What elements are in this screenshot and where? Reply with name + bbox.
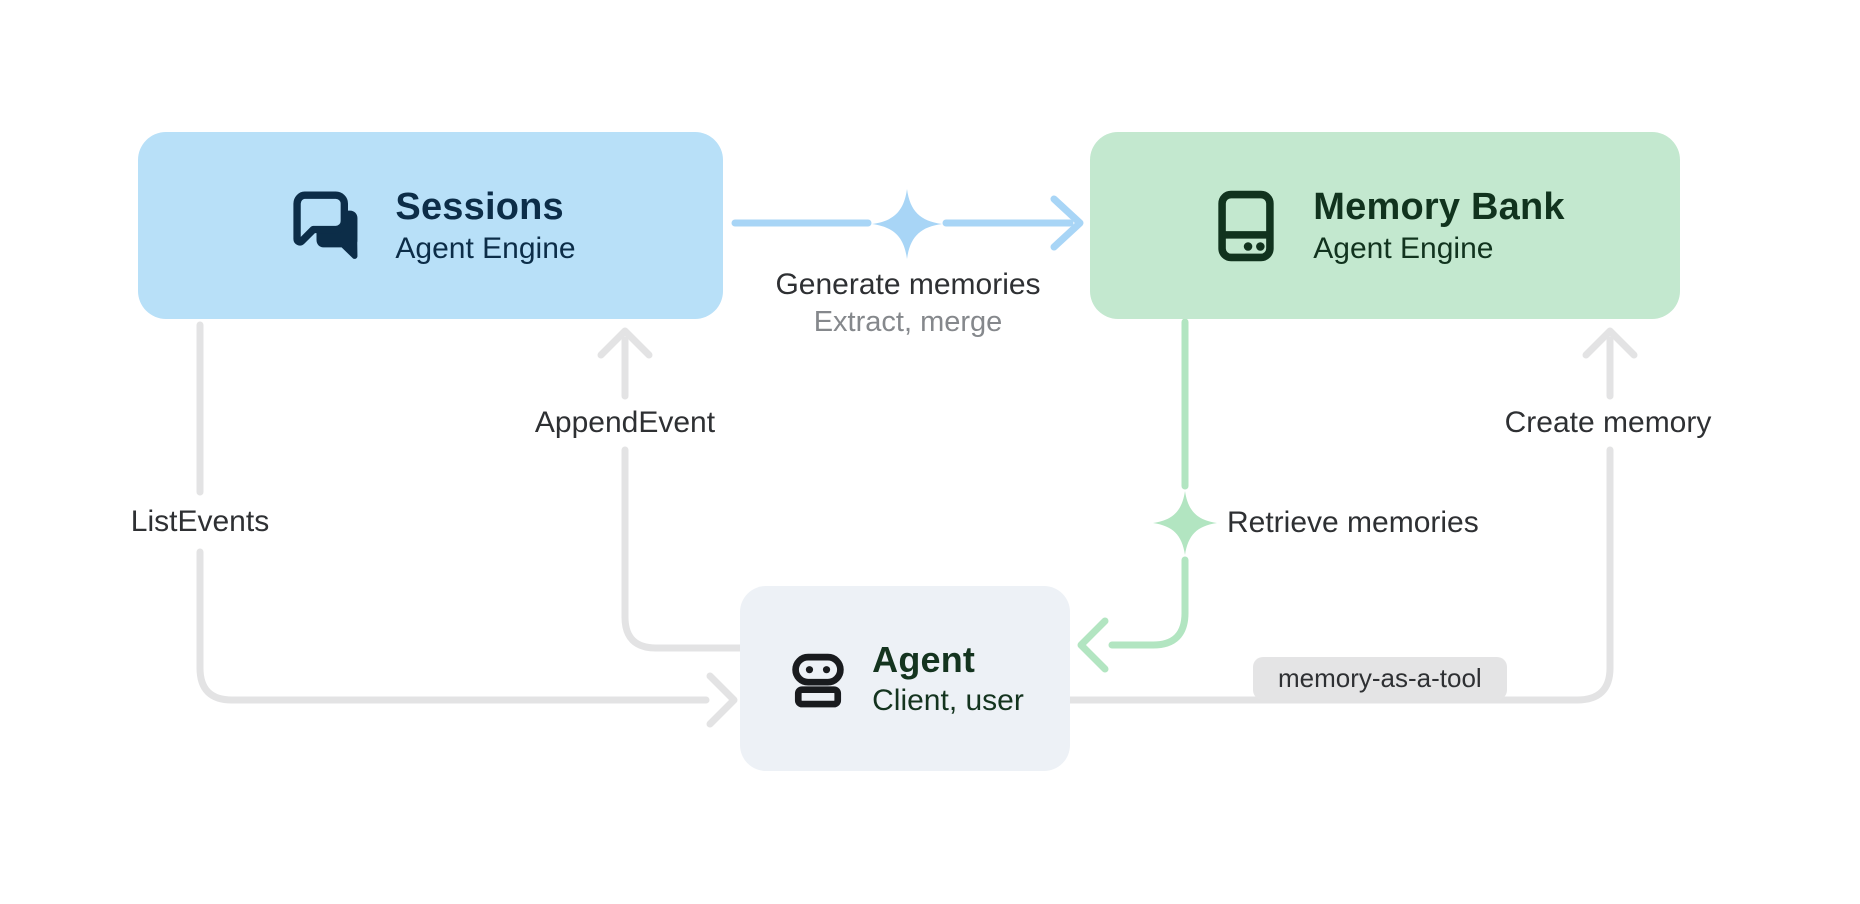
robot-icon [786,647,850,711]
sparkle-icon-green [1153,491,1217,555]
sparkle-icon-blue [872,189,942,259]
generate-memories-sublabel: Extract, merge [813,306,1003,338]
edge-label-retrieve-memories: Retrieve memories [1227,506,1479,539]
node-memory-bank-subtitle: Agent Engine [1313,231,1494,265]
edge-list-events-line [196,321,738,728]
node-memory-bank-title: Memory Bank [1313,185,1565,228]
chat-bubbles-icon [285,184,369,268]
node-sessions-title: Sessions [395,185,564,228]
edge-generate-memories-line [731,195,1084,251]
storage-icon [1205,185,1287,267]
edge-label-append-event: AppendEvent [534,406,716,439]
node-sessions: Sessions Agent Engine [138,132,723,319]
edge-label-generate-memories: Generate memories Extract, merge [775,268,1040,339]
node-agent-title: Agent [872,638,976,680]
node-memory-bank: Memory Bank Agent Engine [1090,132,1680,319]
generate-memories-label: Generate memories [775,268,1041,301]
edge-append-event-line [597,327,744,652]
node-agent: Agent Client, user [740,586,1070,771]
memory-as-a-tool-badge: memory-as-a-tool [1253,657,1507,700]
node-sessions-subtitle: Agent Engine [395,231,576,265]
edge-retrieve-memories-line [1077,318,1189,673]
edge-create-memory-line [1066,327,1638,704]
edge-label-list-events: ListEvents [130,505,270,538]
node-agent-subtitle: Client, user [872,683,1024,717]
edge-label-create-memory: Create memory [1504,406,1712,439]
